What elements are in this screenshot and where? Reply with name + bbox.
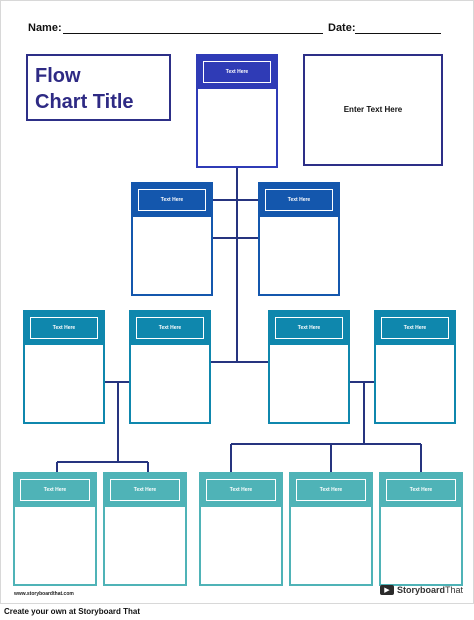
card-label: Text Here <box>20 479 90 501</box>
flow-card-level3-4[interactable]: Text Here <box>374 310 456 424</box>
storyboard-icon: ▶ <box>379 585 394 595</box>
flow-card-level4-4[interactable]: Text Here <box>289 472 373 586</box>
card-header-band: Text Here <box>25 312 103 345</box>
card-label: Text Here <box>30 317 98 339</box>
card-label: Text Here <box>386 479 456 501</box>
card-header-band: Text Here <box>15 474 95 507</box>
logo-text: StoryboardThat <box>396 585 463 595</box>
card-label: Text Here <box>138 189 206 211</box>
card-label: Text Here <box>110 479 180 501</box>
card-header-band: Text Here <box>105 474 185 507</box>
name-label: Name: <box>28 22 62 34</box>
worksheet-page: Name: Date: Flow Chart Title Enter Text … <box>0 0 474 604</box>
card-label: Text Here <box>275 317 343 339</box>
card-label: Text Here <box>381 317 449 339</box>
card-header-band: Text Here <box>376 312 454 345</box>
connector-lines <box>56 168 422 472</box>
flow-card-level3-1[interactable]: Text Here <box>23 310 105 424</box>
card-header-band: Text Here <box>198 56 276 89</box>
flow-card-level4-3[interactable]: Text Here <box>199 472 283 586</box>
card-header-band: Text Here <box>270 312 348 345</box>
card-label: Text Here <box>203 61 271 83</box>
text-box[interactable]: Enter Text Here <box>303 54 443 166</box>
card-header-band: Text Here <box>131 312 209 345</box>
card-label: Text Here <box>296 479 366 501</box>
card-header-band: Text Here <box>133 184 211 217</box>
name-field-line[interactable] <box>63 33 323 34</box>
date-label: Date: <box>328 22 356 34</box>
flow-card-level2-left[interactable]: Text Here <box>131 182 213 296</box>
flow-card-level4-1[interactable]: Text Here <box>13 472 97 586</box>
card-header-band: Text Here <box>201 474 281 507</box>
card-label: Text Here <box>136 317 204 339</box>
flow-card-level3-2[interactable]: Text Here <box>129 310 211 424</box>
card-label: Text Here <box>265 189 333 211</box>
card-header-band: Text Here <box>291 474 371 507</box>
card-label: Text Here <box>206 479 276 501</box>
flow-card-level2-right[interactable]: Text Here <box>258 182 340 296</box>
chart-title: Flow Chart Title <box>35 65 134 113</box>
footer-url[interactable]: www.storyboardthat.com <box>14 591 74 597</box>
flow-card-top[interactable]: Text Here <box>196 54 278 168</box>
storyboardthat-logo[interactable]: ▶ StoryboardThat <box>379 585 463 595</box>
flow-card-level4-2[interactable]: Text Here <box>103 472 187 586</box>
date-field-line[interactable] <box>355 33 441 34</box>
text-box-label: Enter Text Here <box>343 105 403 114</box>
flow-card-level4-5[interactable]: Text Here <box>379 472 463 586</box>
card-header-band: Text Here <box>381 474 461 507</box>
title-box[interactable]: Flow Chart Title <box>26 54 171 121</box>
card-header-band: Text Here <box>260 184 338 217</box>
flow-card-level3-3[interactable]: Text Here <box>268 310 350 424</box>
bottom-caption[interactable]: Create your own at Storyboard That <box>4 607 141 616</box>
